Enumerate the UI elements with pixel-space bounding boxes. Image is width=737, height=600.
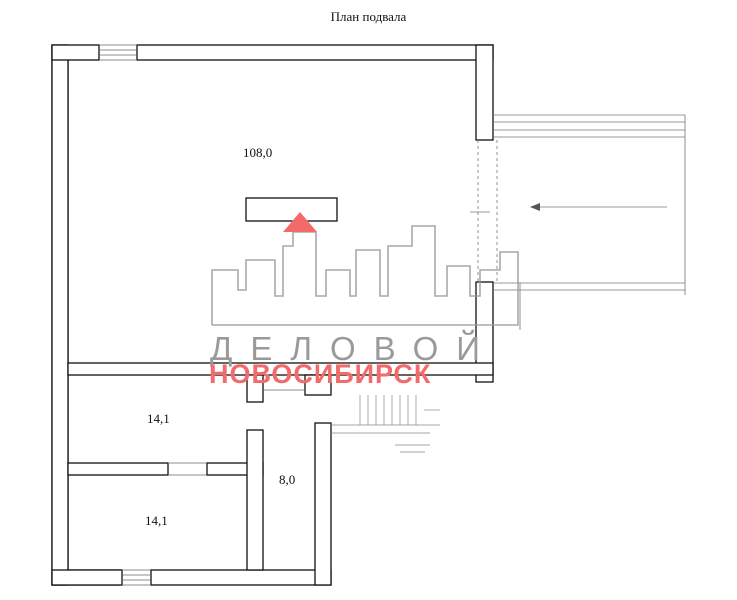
watermark-roof-icon: [283, 212, 317, 232]
watermark-skyline: [211, 225, 519, 326]
wall-right-lower: [475, 281, 494, 383]
watermark-line2: НОВОСИБИРСК: [209, 359, 432, 389]
wall-stub-mid: [304, 374, 332, 396]
wall-outer-left-seg: [51, 44, 69, 586]
wall-bottom-left: [51, 569, 123, 586]
watermark-line1: ДЕЛОВОЙ: [210, 330, 498, 367]
wall-right-upper: [475, 44, 494, 141]
pillar: [245, 197, 338, 222]
area-room-upper: 14,1: [147, 411, 170, 426]
area-main-hall: 108,0: [243, 145, 273, 160]
wall-top-left: [51, 44, 100, 61]
wall-corridor-left: [246, 429, 264, 571]
wall-mid-horizontal: [67, 362, 494, 376]
wall-top-right: [136, 44, 494, 61]
area-corridor: 8,0: [279, 472, 296, 487]
wall-corridor-left-upper: [246, 374, 264, 403]
area-room-lower: 14,1: [145, 513, 168, 528]
wall-bottom-right: [150, 569, 332, 586]
wall-corridor-right: [314, 422, 332, 586]
plan-title: План подвала: [330, 9, 407, 24]
wall-room-divider: [67, 462, 169, 476]
